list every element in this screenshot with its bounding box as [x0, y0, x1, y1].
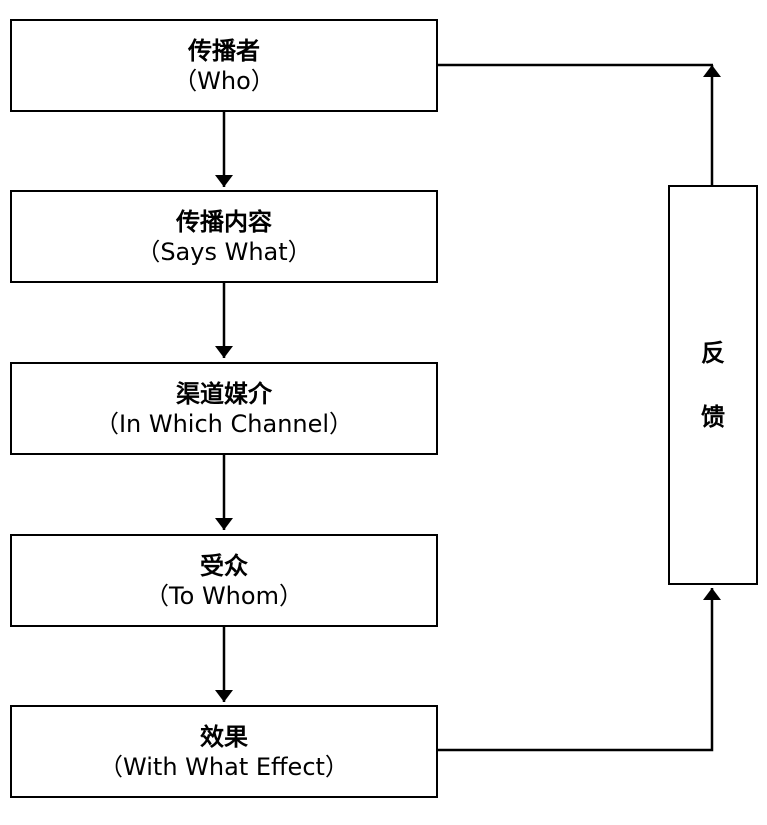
- connector-effect-to-feedback: [438, 588, 721, 752]
- feedback-char-1: 反: [701, 339, 725, 367]
- stage-label-zh: 传播内容: [176, 207, 272, 236]
- stage-box-effect: 效果 （With What Effect）: [10, 705, 438, 798]
- stage-label-en: （With What Effect）: [99, 752, 349, 781]
- stage-label-en: （Who）: [173, 66, 275, 95]
- feedback-box: 反 馈: [668, 185, 758, 585]
- stage-label-en: （Says What）: [136, 237, 312, 266]
- feedback-char-2: 馈: [701, 403, 725, 431]
- stage-box-channel: 渠道媒介 （In Which Channel）: [10, 362, 438, 455]
- stage-label-en: （To Whom）: [145, 581, 303, 610]
- stage-label-zh: 渠道媒介: [176, 379, 272, 408]
- stage-label-zh: 效果: [200, 722, 248, 751]
- stage-box-to-whom: 受众 （To Whom）: [10, 534, 438, 627]
- stage-label-zh: 受众: [200, 551, 248, 580]
- stage-box-who: 传播者 （Who）: [10, 19, 438, 112]
- stage-label-en: （In Which Channel）: [94, 409, 354, 438]
- stage-box-says-what: 传播内容 （Says What）: [10, 190, 438, 283]
- stage-label-zh: 传播者: [188, 36, 260, 65]
